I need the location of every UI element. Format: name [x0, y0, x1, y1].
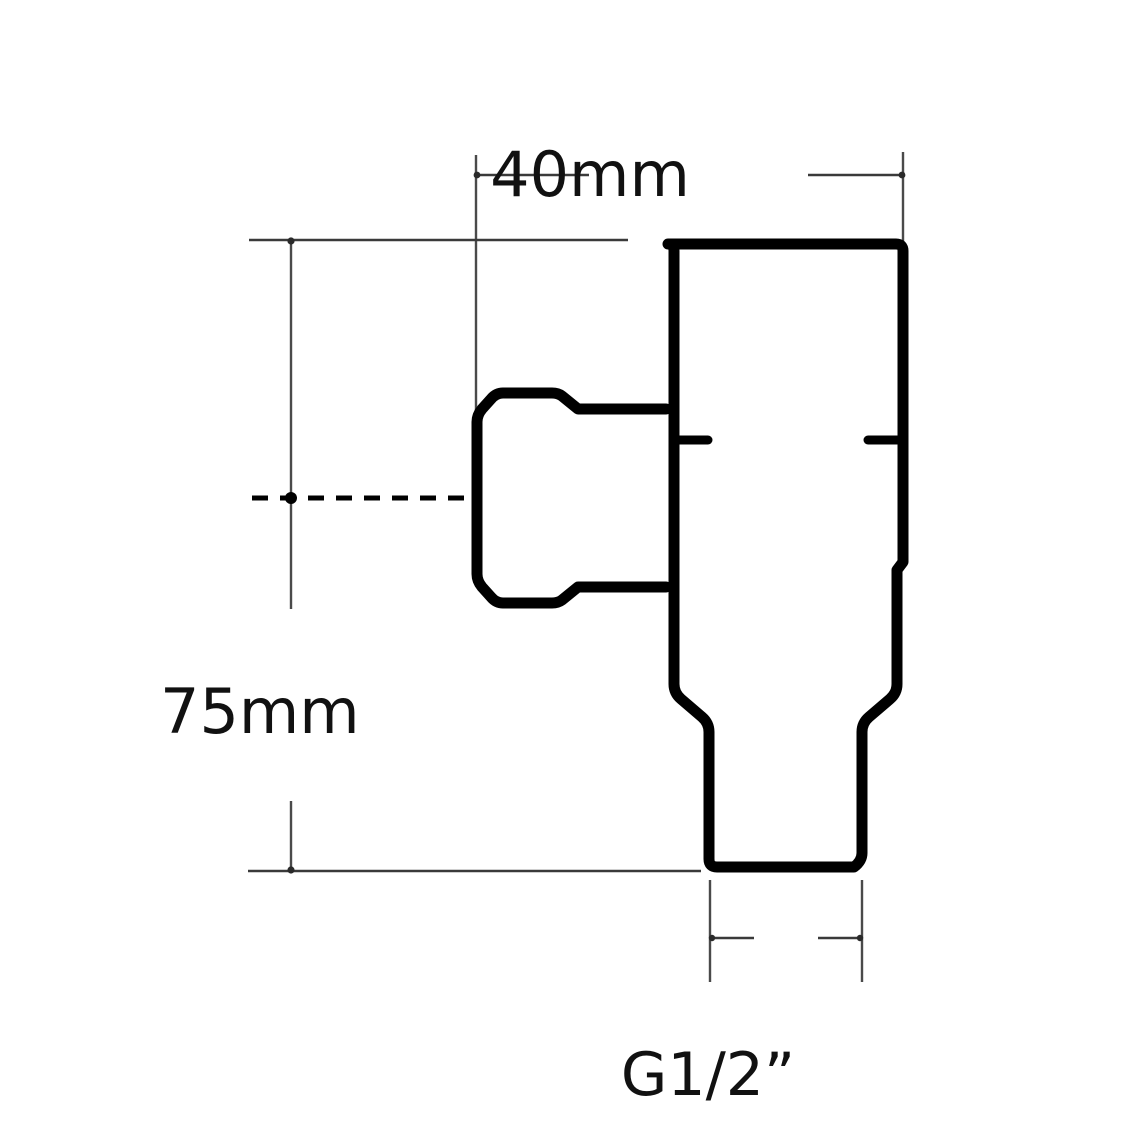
thread-dimension-group: G1/2” — [621, 880, 864, 1110]
height-dimension-group: 75mm — [160, 237, 701, 874]
height-dim-bottom-tick — [287, 866, 295, 874]
center-line-group — [252, 492, 474, 504]
center-line-intersection-dot — [285, 492, 297, 504]
thread-dim-right-tick — [856, 934, 864, 942]
valve-body-outline-group — [662, 238, 909, 873]
valve-body-profile — [662, 238, 909, 873]
thread-dim-left-tick — [708, 934, 716, 942]
width-dim-left-tick — [473, 171, 481, 179]
thread-size-label: G1/2” — [621, 1040, 795, 1110]
height-dimension-label: 75mm — [160, 675, 360, 748]
width-dim-right-tick — [898, 171, 906, 179]
handle-cap-group — [471, 387, 672, 609]
height-dim-top-tick — [287, 237, 295, 245]
width-dimension-label: 40mm — [490, 138, 690, 211]
handle-cap-profile — [471, 387, 672, 609]
width-dimension-group: 40mm — [473, 138, 906, 412]
